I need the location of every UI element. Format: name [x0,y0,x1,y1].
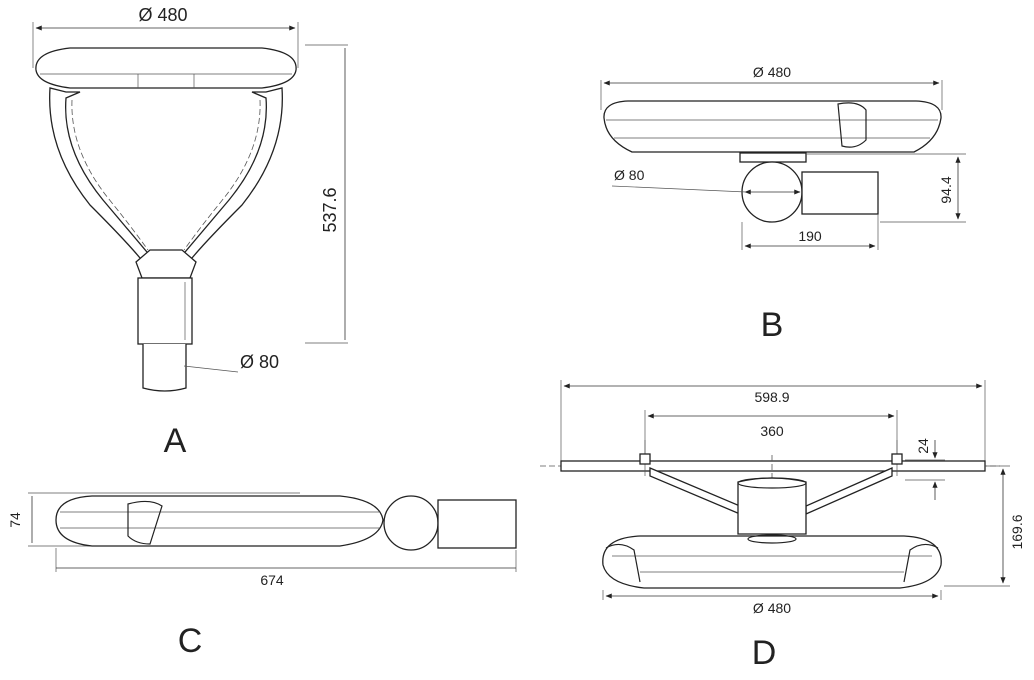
view-b-clamp-arm [801,171,879,215]
view-d-head-diameter-label: Ø 480 [753,600,791,616]
view-a-yoke-right-arm [178,87,283,259]
view-a-pole [142,344,187,392]
view-b-pole-diameter-label: Ø 80 [614,167,645,183]
view-c-pole-clamp [383,495,439,551]
view-c-lamp-head [55,495,384,547]
view-d-total-width-label: 598.9 [754,389,789,405]
view-a-yoke-left-arm [49,87,154,259]
view-d-lamp-head [602,535,942,589]
view-b-side-cap [837,102,867,148]
view-d-arm-right [805,467,893,515]
view-a-pole-diameter-label: Ø 80 [240,352,279,372]
view-b-clamp-length-label: 190 [798,228,822,244]
view-b-clamp-height-label: 94.4 [938,176,954,203]
view-c-clamp-arm [437,499,517,549]
view-d-bracket-bar [560,460,986,472]
view-b-mount-plate [739,152,807,163]
view-c-length-label: 674 [260,572,284,588]
view-c-height-label: 74 [7,512,23,528]
view-d-label: D [752,634,777,672]
view-a-label: A [164,422,187,460]
view-d-rear-elevation: 598.9 360 24 Ø 48 [540,380,1025,672]
view-d-mount-bolt-left [639,453,651,465]
view-b-label: B [761,306,784,344]
view-b-side-elevation: Ø 480 Ø 80 94.4 190 B [600,64,966,344]
view-a-sleeve [137,277,193,345]
view-d-mount-bolt-right [891,453,903,465]
view-c-side-cap [127,500,163,545]
view-c-label: C [178,622,203,660]
view-d-arm-left [649,467,741,515]
view-d-mount-spacing-label: 360 [760,423,784,439]
view-c-plan-view: 74 674 C [7,492,517,660]
view-a-front-elevation: Ø 480 Ø 80 537.6 A [32,5,348,460]
view-a-lamp-head [35,47,297,89]
view-a-yoke-junction [135,249,197,279]
view-d-height-label: 169.6 [1009,514,1025,549]
view-a-height-label: 537.6 [320,187,340,232]
view-b-head-diameter-label: Ø 480 [753,64,791,80]
view-b-lamp-head [603,100,942,153]
view-d-bracket-offset-label: 24 [915,438,931,454]
view-a-head-diameter-label: Ø 480 [138,5,187,25]
